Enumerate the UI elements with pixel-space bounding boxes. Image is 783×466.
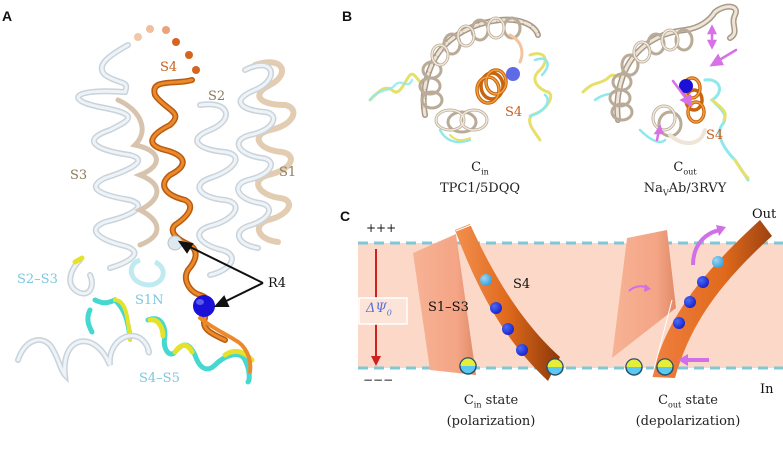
label-s1-s3: S1–S3 (428, 300, 469, 315)
state-word: state (681, 393, 718, 408)
potential-symbol: ΔΨ (366, 301, 387, 316)
charge-left-1 (480, 274, 492, 286)
panel-c-letter: C (340, 208, 351, 224)
tpc1-top-view (368, 16, 553, 144)
s4-rod-right (652, 220, 772, 378)
state-c-letter: C (463, 393, 474, 408)
state-sub: in (481, 167, 489, 177)
label-s2-s3: S2–S3 (17, 272, 58, 287)
charge-right-4 (673, 317, 685, 329)
structure-v-sub: V (662, 188, 669, 198)
label-s1-a: S1 (279, 165, 297, 180)
label-out: Out (752, 207, 777, 222)
panel-a-letter: A (2, 8, 13, 24)
charge-right-1 (712, 256, 724, 268)
sensor-right-block (625, 358, 643, 376)
state-c-letter: C (673, 160, 684, 175)
structure-id-navab: Ab/3RVY (668, 180, 727, 196)
s1-s3-block-left (413, 234, 476, 375)
caption-cin-tpc1: Cin TPC1/5DQQ (420, 160, 540, 197)
s4-s5-linker (15, 316, 255, 385)
s1n-faint-helix (128, 257, 166, 288)
sensor-right-rod (656, 358, 674, 376)
s3-helix (75, 42, 160, 271)
label-s1n: S1N (135, 293, 164, 308)
state-c-letter: C (471, 160, 482, 175)
caption-cout-state: Cout state (depolarization) (618, 393, 758, 430)
s2-helix (194, 101, 239, 278)
charge-left-3 (502, 323, 514, 335)
state-sub: out (668, 400, 682, 410)
sensor-left-rod (546, 358, 564, 376)
s1-helix (235, 59, 297, 251)
label-plus-charges: +++ (366, 221, 397, 235)
s4-rod-left (455, 224, 560, 381)
structure-id-tpc1: TPC1/5DQQ (439, 180, 521, 196)
label-r4: R4 (268, 276, 287, 291)
state-c-letter: C (658, 393, 669, 408)
label-in: In (760, 382, 774, 397)
label-s4-b-left: S4 (505, 105, 523, 120)
charge-left-2 (490, 302, 502, 314)
panel-b-letter: B (342, 8, 353, 24)
charge-right-2 (697, 276, 709, 288)
r4-arrows (177, 240, 264, 307)
movement-arrows-b (653, 24, 738, 142)
state-description-depolarization: (depolarization) (635, 413, 741, 429)
panel-a-structure (15, 25, 297, 385)
label-s3-a: S3 (70, 168, 88, 183)
sensor-left-block (459, 357, 477, 375)
potential-label-box (358, 297, 408, 325)
label-s4-c: S4 (513, 277, 531, 292)
state-sub: in (473, 400, 482, 410)
state-word: state (481, 393, 519, 408)
s1-s3-block-right (612, 230, 676, 358)
label-s2-a: S2 (208, 89, 226, 104)
label-minus-charges: −−− (363, 373, 394, 387)
caption-cin-state: Cin state (polarization) (426, 393, 556, 430)
potential-subscript: 0 (386, 308, 392, 318)
structure-na: Na (643, 180, 663, 196)
caption-cout-navab: Cout NaVAb/3RVY (620, 160, 750, 201)
state-sub: out (683, 167, 697, 177)
disordered-loop-dots (134, 25, 200, 74)
state-description-polarization: (polarization) (446, 413, 536, 429)
label-s4-a: S4 (160, 60, 178, 75)
charge-right-3 (684, 296, 696, 308)
label-potential: ΔΨ0 (366, 301, 392, 318)
label-s4-s5: S4–S5 (139, 371, 180, 386)
label-s4-b-right: S4 (706, 128, 724, 143)
navab-top-view (581, 3, 750, 182)
panel-b-structures (368, 3, 750, 182)
charge-left-4 (516, 344, 528, 356)
